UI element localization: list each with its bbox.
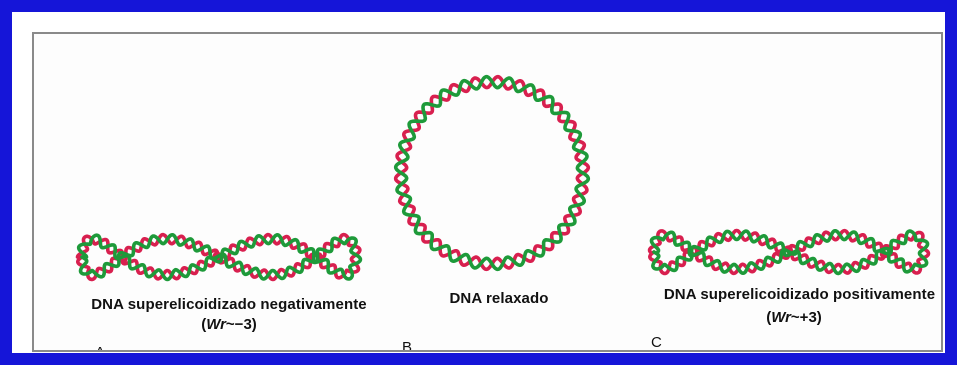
caption-relaxed: DNA relaxado [434,290,564,307]
writhe-symbol-a: Wr [206,316,226,333]
strand-green [652,231,928,274]
figure-panel: DNA superelicoidizado negativamente (Wr~… [32,32,943,352]
strand-green [79,235,361,280]
panel-letter-a: A [95,344,105,352]
writhe-positive: (Wr~+3) [734,309,854,326]
writhe-negative: (Wr~−3) [169,316,289,333]
negative-supercoiled-dna [78,235,361,280]
panel-letter-c: C [651,334,662,351]
writhe-value-a: ~−3 [226,316,252,333]
caption-negative-supercoil: DNA superelicoidizado negativamente [69,296,389,313]
positive-supercoiled-dna [650,231,929,274]
caption-positive-supercoil: DNA superelicoidizado positivamente [642,286,943,303]
writhe-symbol-c: Wr [771,309,791,326]
relaxed-circular-dna [396,77,589,270]
writhe-value-c: ~+3 [791,309,817,326]
panel-letter-b: B [402,339,412,352]
